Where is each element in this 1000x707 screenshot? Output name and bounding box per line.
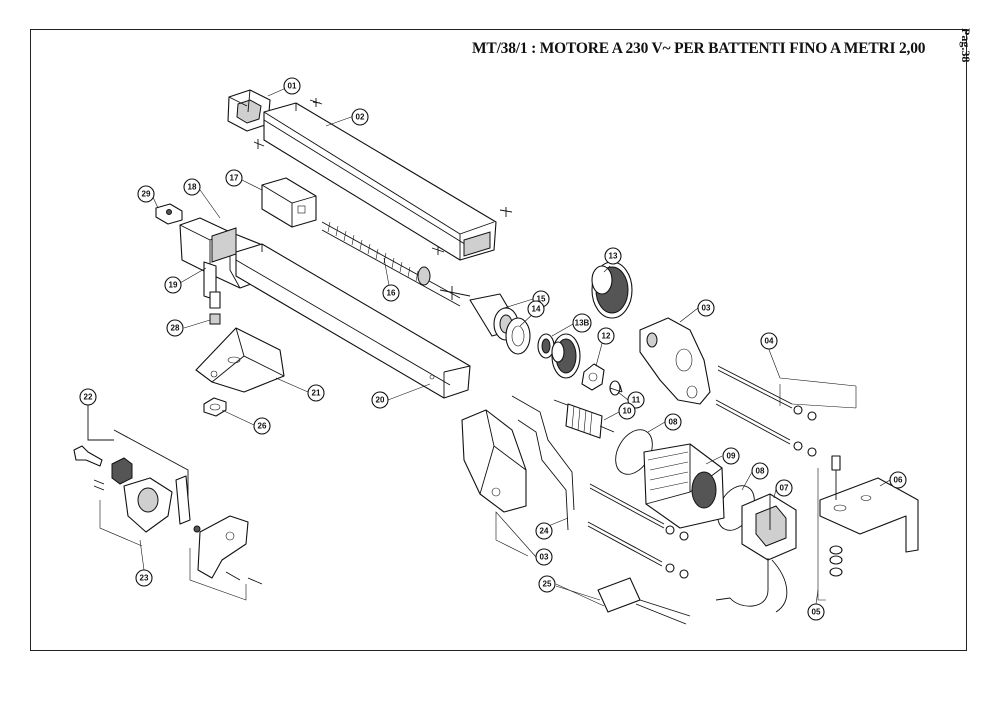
callout-26: 26 <box>253 417 271 435</box>
part-spring-24 <box>511 395 575 531</box>
callout-16: 16 <box>382 284 400 302</box>
svg-text:02: 02 <box>356 113 365 122</box>
callout-18: 18 <box>183 178 201 196</box>
part-bracket-06 <box>819 477 919 553</box>
svg-text:08: 08 <box>669 418 678 427</box>
part-block-17 <box>261 177 317 228</box>
callout-10: 10 <box>618 402 636 420</box>
part-tube-20 <box>235 243 471 399</box>
part-washer-12 <box>581 363 605 391</box>
svg-text:23: 23 <box>140 574 149 583</box>
svg-text:21: 21 <box>312 389 321 398</box>
callout-21: 21 <box>307 384 325 402</box>
part-worm-screw-16 <box>321 221 471 307</box>
part-gear-13 <box>591 261 633 319</box>
part-spacer-11 <box>609 380 623 396</box>
svg-text:20: 20 <box>376 396 385 405</box>
part-capacitor-25 <box>555 577 691 625</box>
svg-text:12: 12 <box>602 332 611 341</box>
svg-text:15: 15 <box>537 295 546 304</box>
part-cover-03 <box>461 409 527 513</box>
svg-text:17: 17 <box>230 174 239 183</box>
svg-text:05: 05 <box>812 608 821 617</box>
svg-text:08: 08 <box>756 467 765 476</box>
callout-17: 17 <box>225 169 243 187</box>
svg-text:28: 28 <box>171 324 180 333</box>
callout-29: 29 <box>137 185 155 203</box>
svg-text:13: 13 <box>609 252 618 261</box>
svg-text:01: 01 <box>288 82 297 91</box>
callout-07: 07 <box>775 479 793 497</box>
callout-19: 19 <box>164 276 182 294</box>
callout-02: 02 <box>351 108 369 126</box>
callout-04: 04 <box>760 332 778 350</box>
svg-text:29: 29 <box>142 190 151 199</box>
callout-08-upper: 08 <box>664 413 682 431</box>
part-ring-14 <box>505 317 531 355</box>
callout-22: 22 <box>79 388 97 406</box>
part-nut-26 <box>203 397 227 417</box>
part-long-screws <box>587 483 689 579</box>
callout-11: 11 <box>627 391 645 409</box>
callout-06: 06 <box>889 471 907 489</box>
part-flange-03 <box>639 317 711 405</box>
callout-01: 01 <box>283 77 301 95</box>
svg-text:25: 25 <box>543 580 552 589</box>
drawing-frame <box>30 29 967 651</box>
part-gear-wheel <box>551 333 581 379</box>
svg-text:11: 11 <box>632 396 641 405</box>
part-nut-29 <box>155 203 183 225</box>
svg-text:10: 10 <box>623 407 632 416</box>
part-grease-nipple-28 <box>209 291 221 325</box>
callout-03-bottom: 03 <box>535 548 553 566</box>
callout-24: 24 <box>535 522 553 540</box>
svg-text:18: 18 <box>188 183 197 192</box>
part-rotor-10 <box>553 399 615 439</box>
callout-13b: 13B <box>572 313 592 333</box>
svg-text:03: 03 <box>702 304 711 313</box>
svg-text:26: 26 <box>258 422 267 431</box>
svg-text:13B: 13B <box>575 319 590 328</box>
svg-text:03: 03 <box>540 553 549 562</box>
svg-text:16: 16 <box>387 289 396 298</box>
part-release-kit-22 <box>73 404 263 601</box>
part-end-flange-07 <box>741 493 797 561</box>
part-cable <box>715 558 788 613</box>
callout-03-top: 03 <box>697 299 715 317</box>
svg-text:19: 19 <box>169 281 178 290</box>
page-number: Pag.38 <box>959 28 973 63</box>
callout-14: 14 <box>527 300 545 318</box>
part-tie-rods-04 <box>715 365 857 457</box>
svg-text:04: 04 <box>765 337 774 346</box>
callout-05: 05 <box>807 603 825 621</box>
svg-text:22: 22 <box>84 393 93 402</box>
part-bolt-05 <box>817 455 843 601</box>
callout-13: 13 <box>604 247 622 265</box>
callout-23: 23 <box>135 569 153 587</box>
svg-text:06: 06 <box>894 476 903 485</box>
part-stator-09 <box>643 443 725 529</box>
callout-25: 25 <box>538 575 556 593</box>
part-bracket-21 <box>195 327 285 393</box>
callout-09: 09 <box>722 447 740 465</box>
callout-20: 20 <box>371 391 389 409</box>
svg-text:24: 24 <box>540 527 549 536</box>
callout-08-lower: 08 <box>751 462 769 480</box>
svg-text:09: 09 <box>727 452 736 461</box>
part-end-cap-01 <box>227 89 271 132</box>
svg-text:14: 14 <box>532 305 541 314</box>
callout-28: 28 <box>166 319 184 337</box>
callout-12: 12 <box>597 327 615 345</box>
part-profile-02 <box>263 102 497 261</box>
svg-text:07: 07 <box>780 484 789 493</box>
page-title: MT/38/1 : MOTORE A 230 V~ PER BATTENTI F… <box>472 40 926 57</box>
